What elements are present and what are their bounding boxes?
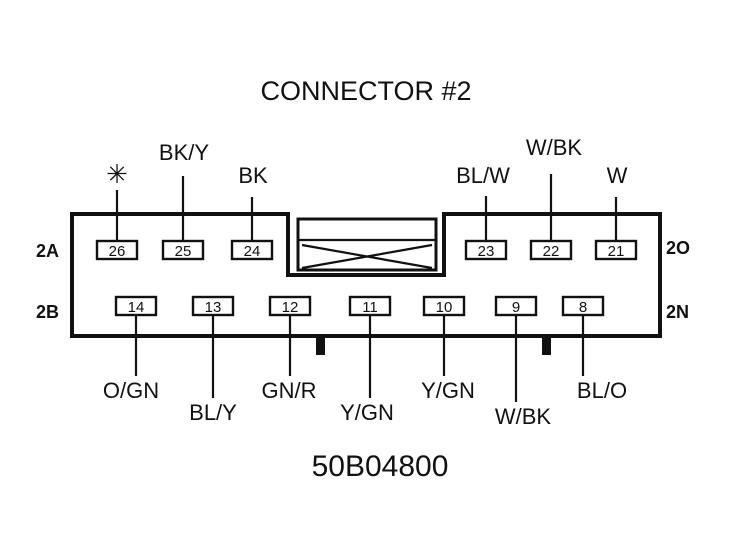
wire-color-label: Y/GN	[421, 378, 475, 403]
wire-color-label: BK/Y	[159, 140, 209, 165]
pin-8: 8BL/O	[561, 295, 627, 403]
pin-9: 9W/BK	[494, 295, 552, 429]
wire-color-label: BL/O	[577, 378, 627, 403]
locking-tab-left	[316, 336, 325, 355]
row-label-2o: 2O	[666, 238, 690, 258]
pin-number: 9	[512, 299, 520, 316]
pin-box	[191, 295, 235, 317]
pin-22: 22 W/BK	[526, 135, 583, 261]
pin-box	[230, 239, 274, 261]
pin-box	[594, 239, 638, 261]
diagram-title: CONNECTOR #2	[260, 76, 471, 106]
wire-color-label: GN/R	[262, 378, 317, 403]
row-label-2a: 2A	[36, 241, 59, 261]
pin-10: 10Y/GN	[421, 295, 475, 403]
pin-number: 10	[436, 299, 453, 316]
pin-23: 23 BL/W	[456, 163, 510, 261]
wire-color-label: Y/GN	[340, 400, 394, 425]
pin-11: 11Y/GN	[340, 295, 394, 425]
pin-number: 21	[608, 243, 625, 260]
wire-color-label: BK	[238, 163, 268, 188]
pin-number: 22	[543, 243, 560, 260]
wire-color-label: BL/W	[456, 163, 510, 188]
top-row-pins: 26 ✳ 25 BK/Y 24 BK 23 BL/W 22 W/BK 21 W	[95, 135, 638, 261]
wire-color-label: O/GN	[103, 378, 159, 403]
keying-slot-cross-2	[301, 243, 433, 270]
pin-number: 12	[282, 299, 299, 316]
pin-21: 21 W	[594, 163, 638, 261]
pin-box	[422, 295, 466, 317]
pin-box	[268, 295, 312, 317]
pin-number: 13	[205, 299, 222, 316]
pin-24: 24 BK	[230, 163, 274, 261]
pin-number: 14	[128, 299, 145, 316]
pin-box	[464, 239, 508, 261]
pin-box	[561, 295, 605, 317]
wire-color-label: ✳	[106, 159, 128, 189]
pin-number: 26	[109, 243, 126, 260]
part-number: 50B04800	[312, 450, 449, 483]
pin-box	[95, 239, 139, 261]
wire-color-label: W	[607, 163, 628, 188]
wire-color-label: BL/Y	[189, 400, 237, 425]
row-label-2b: 2B	[36, 302, 59, 322]
pin-25: 25 BK/Y	[159, 140, 209, 261]
row-label-2n: 2N	[666, 302, 689, 322]
pin-14: 14O/GN	[103, 295, 159, 403]
wire-color-label: W/BK	[526, 135, 583, 160]
pin-number: 25	[175, 243, 192, 260]
locking-tab-right	[542, 336, 551, 355]
pin-box	[348, 295, 392, 317]
connector-housing	[70, 212, 662, 338]
pin-box	[494, 295, 538, 317]
pin-number: 23	[478, 243, 495, 260]
pin-box	[161, 239, 205, 261]
pin-box	[529, 239, 573, 261]
pin-number: 24	[244, 243, 261, 260]
keying-slot	[296, 217, 438, 272]
pin-26: 26 ✳	[95, 159, 139, 261]
wire-color-label: W/BK	[495, 404, 552, 429]
pin-number: 11	[362, 299, 378, 316]
pin-box	[114, 295, 158, 317]
pin-number: 8	[579, 299, 587, 316]
